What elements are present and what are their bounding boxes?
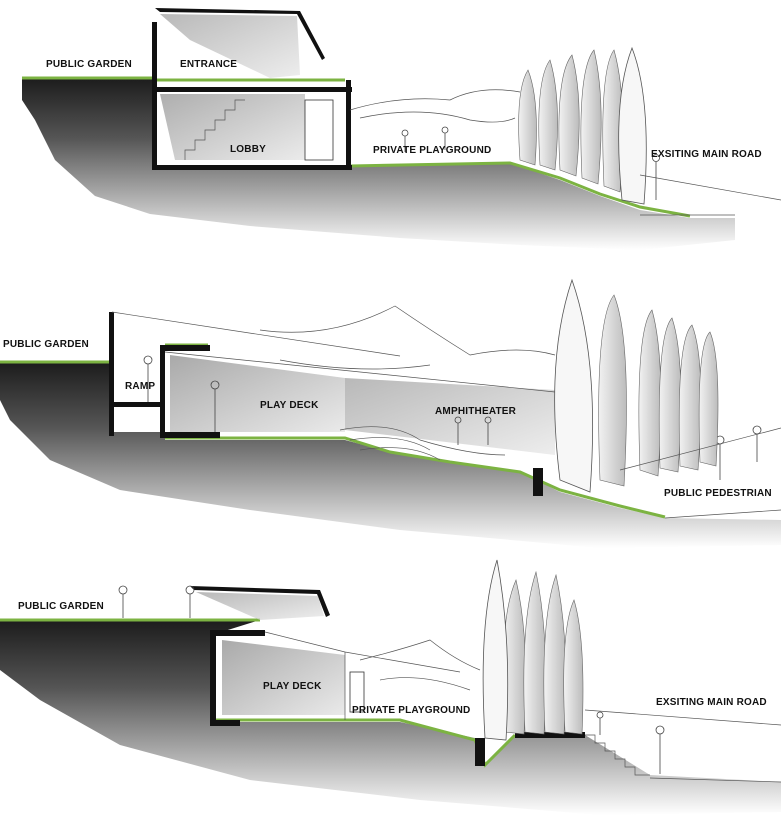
- section-1-stair: [184, 99, 245, 160]
- section-2-public-garden-label: PUBLIC GARDEN: [3, 339, 89, 350]
- section-2-canopy: [259, 305, 556, 370]
- section-3-road: [584, 709, 781, 783]
- section-2-pedestrian-path: [619, 427, 781, 519]
- section-3-soil: [0, 620, 781, 815]
- section-1-wall-right: [346, 80, 351, 170]
- section-1: PUBLIC GARDEN ENTRANCE LOBBY PRIVATE PLA…: [22, 8, 781, 250]
- section-3-grass: [0, 618, 517, 768]
- section-3-deck: [515, 732, 585, 738]
- section-3-roof-shade: [196, 592, 324, 620]
- section-1-main-road-label: EXSITING MAIN ROAD: [651, 149, 762, 160]
- section-1-lobby-interior: [160, 94, 305, 160]
- section-3-slab-bottom: [210, 720, 240, 726]
- section-1-door: [304, 99, 334, 161]
- section-1-road: [639, 174, 781, 216]
- section-2-public-pedestrian-label: PUBLIC PEDESTRIAN: [664, 488, 772, 499]
- section-3: PUBLIC GARDEN PLAY DECK PRIVATE PLAYGROU…: [0, 559, 781, 815]
- section-3-tree-row: [482, 559, 584, 741]
- section-3-private-playground-label: PRIVATE PLAYGROUND: [352, 705, 470, 716]
- section-1-wall-left: [152, 22, 157, 170]
- section-1-figures: [401, 126, 660, 200]
- section-1-slab-bottom: [152, 165, 352, 170]
- section-2-post: [533, 468, 543, 496]
- section-3-canopy: [359, 639, 481, 691]
- section-3-roof: [190, 586, 330, 617]
- section-2-soil: [0, 362, 781, 548]
- section-1-tree-row: [518, 46, 647, 205]
- section-1-canopy: [349, 89, 521, 123]
- section-2-play-deck-interior: [170, 355, 345, 432]
- section-2-amphitheater-steps: [339, 426, 506, 461]
- section-1-slab-top: [152, 87, 352, 92]
- section-2-amphitheater-backdrop: [345, 378, 555, 455]
- section-2-roof-line: [111, 311, 556, 393]
- section-1-soil: [22, 78, 735, 250]
- section-1-public-garden-label: PUBLIC GARDEN: [46, 59, 132, 70]
- section-2-play-deck-label: PLAY DECK: [260, 400, 319, 411]
- section-2-ramp-label: RAMP: [125, 381, 155, 392]
- section-3-wall-left: [210, 630, 216, 726]
- section-2-tree-row: [554, 278, 719, 493]
- section-3-figures: [118, 585, 665, 774]
- section-3-play-deck-label: PLAY DECK: [263, 681, 322, 692]
- section-3-retaining-wall: [475, 738, 485, 766]
- section-3-slab-top: [210, 630, 265, 636]
- section-2-slab-top: [160, 345, 210, 351]
- section-3-public-garden-label: PUBLIC GARDEN: [18, 601, 104, 612]
- section-2: PUBLIC GARDEN RAMP PLAY DECK AMPHITHEATE…: [0, 278, 781, 548]
- section-2-wall-left: [109, 312, 114, 436]
- section-1-private-playground-label: PRIVATE PLAYGROUND: [373, 145, 491, 156]
- section-3-play-deck-interior: [222, 640, 345, 715]
- section-3-main-road-label: EXSITING MAIN ROAD: [656, 697, 767, 708]
- section-1-grass: [22, 76, 691, 218]
- section-2-slab-bottom: [160, 432, 220, 438]
- section-1-entrance-label: ENTRANCE: [180, 59, 237, 70]
- section-2-ramp-floor: [109, 402, 165, 407]
- section-3-stairs: [585, 734, 650, 776]
- section-2-wall-mid: [160, 345, 165, 438]
- section-2-figures: [143, 355, 762, 480]
- section-3-roof-line: [264, 631, 461, 720]
- section-1-roof-shade: [160, 14, 300, 78]
- section-1-lobby-label: LOBBY: [230, 144, 266, 155]
- section-2-amphitheater-label: AMPHITHEATER: [435, 406, 517, 417]
- section-3-glass-panel: [349, 671, 365, 713]
